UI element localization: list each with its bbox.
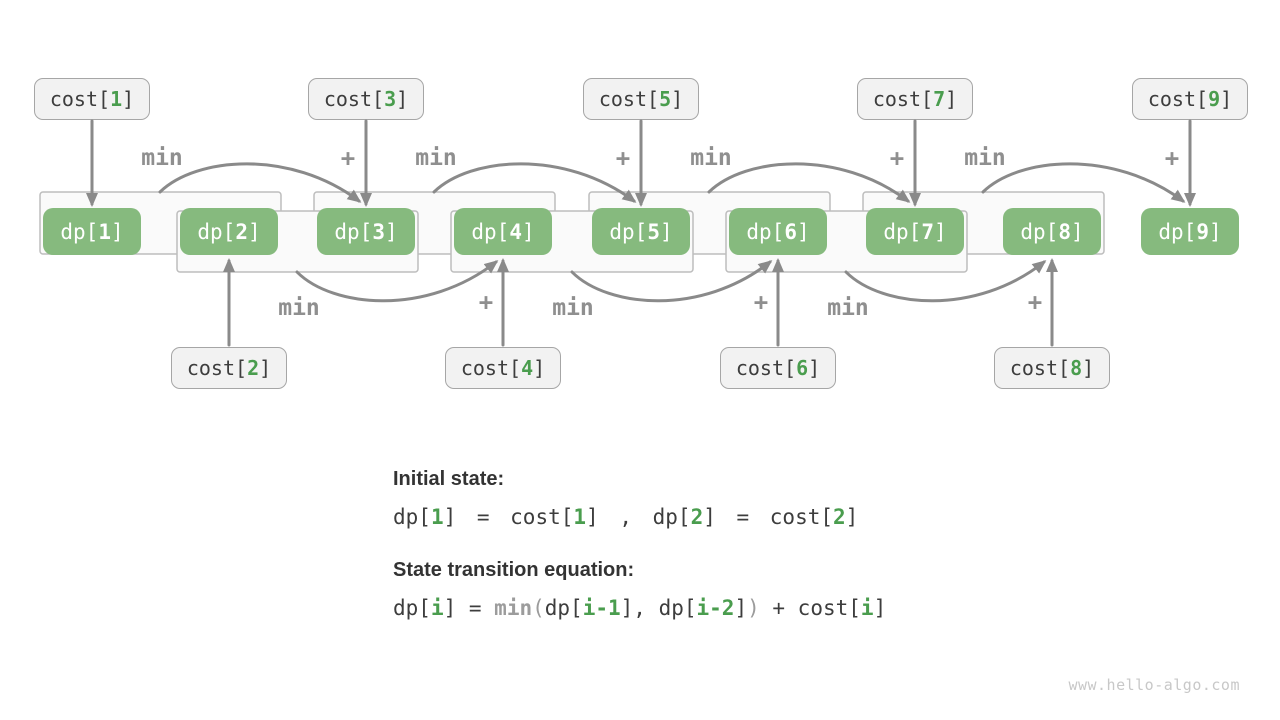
notes-block: Initial state: dp[1] = cost[1] , dp[2] =… xyxy=(393,468,886,650)
cost-box-4: cost[4] xyxy=(445,347,561,389)
plus-label-top-2: + xyxy=(615,144,631,172)
dp-box-5: dp[5] xyxy=(592,208,690,255)
dp-box-4: dp[4] xyxy=(454,208,552,255)
dp-label: dp[2] xyxy=(197,219,261,244)
curve-min-dp45-to-dp6 xyxy=(570,260,773,303)
dp-label: dp[7] xyxy=(883,219,947,244)
dp-box-7: dp[7] xyxy=(866,208,964,255)
min-label-bottom-2: min xyxy=(552,295,594,321)
cost-label: cost[5] xyxy=(598,87,684,111)
cost-label: cost[4] xyxy=(460,356,546,380)
plus-label-top-1: + xyxy=(340,144,356,172)
min-label-top-2: min xyxy=(415,145,457,171)
cost-box-7: cost[7] xyxy=(857,78,973,120)
dp-box-2: dp[2] xyxy=(180,208,278,255)
dp-box-8: dp[8] xyxy=(1003,208,1101,255)
curve-min-dp12-to-dp3 xyxy=(158,162,362,203)
dp-box-9: dp[9] xyxy=(1141,208,1239,255)
dp-box-1: dp[1] xyxy=(43,208,141,255)
plus-label-bottom-2: + xyxy=(753,288,769,316)
min-label-top-4: min xyxy=(964,145,1006,171)
curve-min-dp34-to-dp5 xyxy=(432,162,637,203)
watermark: www.hello-algo.com xyxy=(1068,676,1240,694)
curve-min-dp78-to-dp9 xyxy=(981,162,1186,203)
dp-label: dp[5] xyxy=(609,219,673,244)
cost-label: cost[1] xyxy=(49,87,135,111)
cost-label: cost[3] xyxy=(323,87,409,111)
initial-state-title: Initial state: xyxy=(393,468,505,490)
initial-state-equation: dp[1] = cost[1] , dp[2] = cost[2] xyxy=(393,505,859,529)
cost-box-5: cost[5] xyxy=(583,78,699,120)
curve-min-dp23-to-dp4 xyxy=(295,260,499,303)
min-label-top-3: min xyxy=(690,145,732,171)
cost-label: cost[9] xyxy=(1147,87,1233,111)
plus-label-top-3: + xyxy=(889,144,905,172)
cost-box-9: cost[9] xyxy=(1132,78,1248,120)
plus-label-bottom-1: + xyxy=(478,288,494,316)
dp-box-3: dp[3] xyxy=(317,208,415,255)
min-label-top-1: min xyxy=(141,145,183,171)
dp-label: dp[6] xyxy=(746,219,810,244)
plus-label-top-4: + xyxy=(1164,144,1180,172)
cost-box-3: cost[3] xyxy=(308,78,424,120)
cost-box-2: cost[2] xyxy=(171,347,287,389)
dp-box-6: dp[6] xyxy=(729,208,827,255)
curve-min-dp56-to-dp7 xyxy=(707,162,911,203)
dp-label: dp[4] xyxy=(471,219,535,244)
cost-label: cost[7] xyxy=(872,87,958,111)
cost-label: cost[8] xyxy=(1009,356,1095,380)
dp-label: dp[3] xyxy=(334,219,398,244)
state-transition-equation: dp[i] = min(dp[i-1], dp[i-2]) + cost[i] xyxy=(393,596,887,620)
min-label-bottom-1: min xyxy=(278,295,320,321)
cost-box-1: cost[1] xyxy=(34,78,150,120)
cost-label: cost[2] xyxy=(186,356,272,380)
cost-label: cost[6] xyxy=(735,356,821,380)
dp-label: dp[8] xyxy=(1020,219,1084,244)
state-transition-title: State transition equation: xyxy=(393,559,635,581)
dp-label: dp[1] xyxy=(60,219,124,244)
cost-box-8: cost[8] xyxy=(994,347,1110,389)
plus-label-bottom-3: + xyxy=(1027,288,1043,316)
min-label-bottom-3: min xyxy=(827,295,869,321)
dp-label: dp[9] xyxy=(1158,219,1222,244)
curve-min-dp67-to-dp8 xyxy=(844,260,1047,303)
cost-box-6: cost[6] xyxy=(720,347,836,389)
